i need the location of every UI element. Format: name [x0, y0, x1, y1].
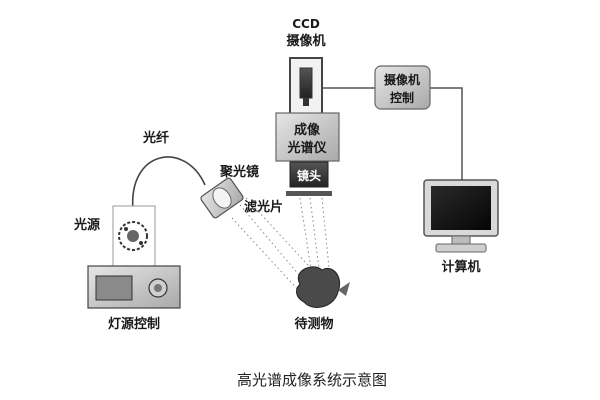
camera-control-label-line1: 摄像机	[384, 72, 420, 87]
imaging-spectrometer	[275, 112, 340, 162]
light-rays	[231, 197, 331, 293]
lamp-control-label: 灯源控制	[108, 316, 160, 332]
computer-label: 计算机	[441, 259, 480, 275]
filter-label: 滤光片	[244, 199, 283, 215]
fiber-label: 光纤	[142, 130, 169, 146]
condenser-label: 聚光镜	[219, 164, 259, 180]
sample-object	[296, 266, 350, 308]
camera-control-box	[374, 65, 431, 110]
light-source	[112, 205, 156, 267]
camera-control-label-line2: 控制	[390, 90, 414, 105]
condenser-lens	[200, 177, 244, 219]
lamp-control-unit	[87, 265, 181, 309]
ccd-camera	[289, 57, 323, 117]
lens-label: 镜头	[297, 168, 321, 183]
light-source-label: 光源	[73, 217, 100, 233]
computer	[423, 179, 499, 253]
sample-label: 待测物	[293, 316, 333, 332]
filter	[286, 191, 332, 196]
spectrometer-label-line2: 光谱仪	[286, 140, 327, 156]
control-to-computer-cable	[425, 87, 463, 180]
spectrometer-label-line1: 成像	[294, 122, 321, 138]
diagram-caption: 高光谱成像系统示意图	[237, 371, 387, 389]
ccd-label-line2: 摄像机	[286, 33, 325, 49]
optical-fiber	[132, 156, 206, 211]
lens	[289, 161, 329, 188]
ccd-label-line1: CCD	[292, 17, 320, 31]
